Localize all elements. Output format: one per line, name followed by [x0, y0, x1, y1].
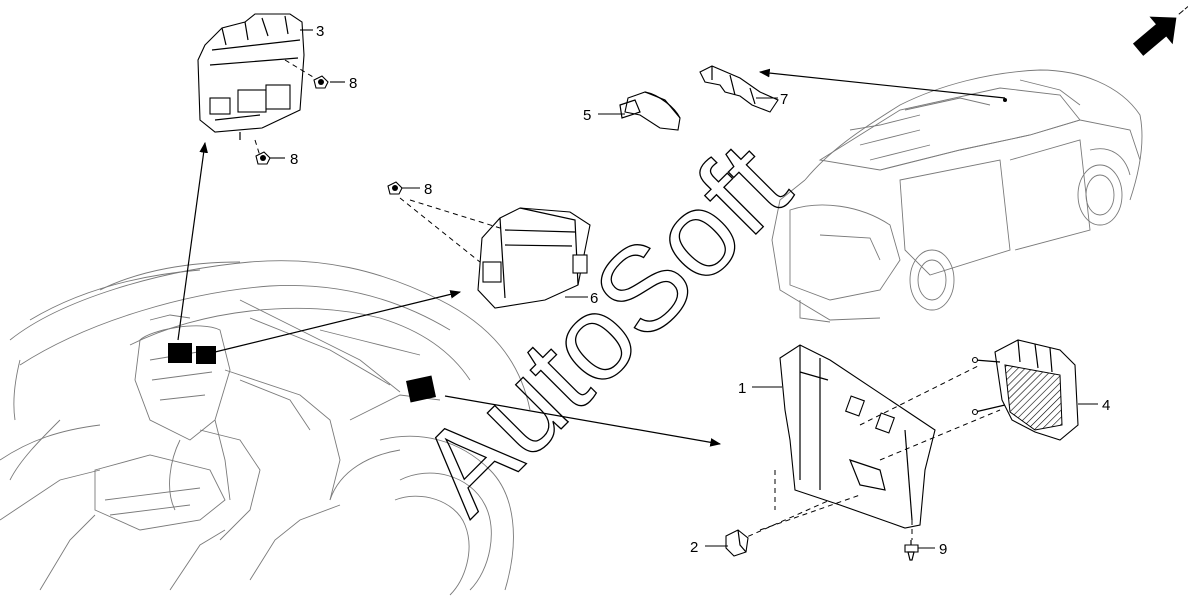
callout-5: 5	[583, 107, 591, 124]
callout-2: 2	[690, 539, 698, 556]
callout-4: 4	[1102, 397, 1110, 414]
fastener-8-left	[387, 181, 403, 195]
vehicle-interior-view	[0, 260, 531, 596]
part-3-control-module	[197, 13, 319, 157]
callout-9: 9	[939, 541, 947, 558]
leader-lines	[270, 29, 1098, 549]
part-7-bracket	[699, 65, 779, 113]
callout-3: 3	[316, 23, 324, 40]
callout-8-top: 8	[349, 75, 357, 92]
callout-labels: 3 8 8 8 5 6 7 1 4 2 9	[290, 23, 1110, 558]
callout-7: 7	[780, 91, 788, 108]
part-5-sensor	[619, 91, 681, 131]
vehicle-rear-exterior-view	[771, 69, 1143, 323]
callout-8-left: 8	[424, 181, 432, 198]
fastener-8-middle	[255, 151, 271, 165]
watermark-text: AutoSoft	[394, 118, 814, 538]
part-4-relay-box	[971, 339, 1079, 441]
callout-8-middle: 8	[290, 151, 298, 168]
watermark: AutoSoft	[393, 117, 815, 539]
part-6-module	[399, 197, 591, 309]
fastener-2-clip	[725, 529, 749, 557]
callout-1: 1	[738, 380, 746, 397]
front-arrow-icon	[1132, 6, 1188, 56]
location-arrows	[177, 68, 1006, 447]
callout-6: 6	[590, 290, 598, 307]
part-1-bracket-plate	[739, 344, 1001, 541]
fastener-8-top	[313, 75, 329, 89]
fastener-9-bolt	[904, 540, 919, 561]
